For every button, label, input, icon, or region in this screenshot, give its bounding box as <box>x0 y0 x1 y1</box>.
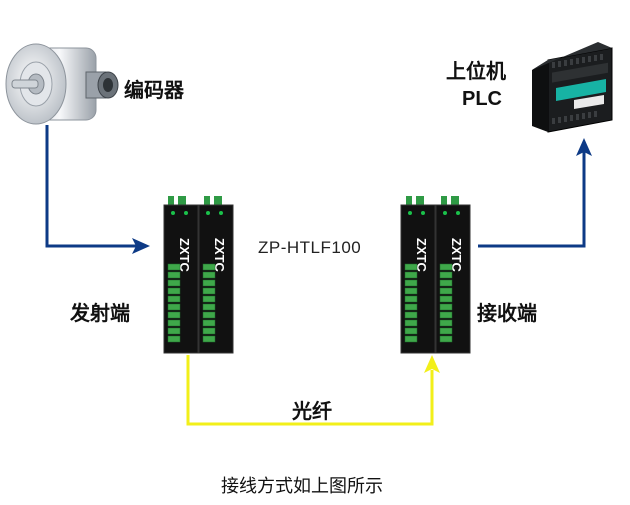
encoder-signal-wire <box>45 125 136 248</box>
svg-text:ZXTC: ZXTC <box>177 238 192 273</box>
plc-image <box>532 42 613 133</box>
model-label: ZP-HTLF100 <box>258 238 362 257</box>
encoder-label: 编码器 <box>124 78 184 102</box>
plc-signal-wire <box>478 152 586 248</box>
transmitter-module-2: ZXTC <box>198 196 234 354</box>
encoder-wire-arrow <box>132 238 150 254</box>
fiber-arrow <box>424 355 440 373</box>
fiber-label: 光纤 <box>292 399 332 423</box>
receiver-module-2: ZXTC <box>435 196 471 354</box>
fiber-wire <box>186 355 434 426</box>
plc-label: PLC <box>462 88 502 110</box>
svg-text:ZXTC: ZXTC <box>212 238 227 273</box>
receiver-device: ZXTC ZXTC <box>400 196 471 354</box>
host-label: 上位机 <box>446 59 506 83</box>
svg-text:ZXTC: ZXTC <box>449 238 464 273</box>
transmitter-device: ZXTC ZXTC <box>163 196 234 354</box>
encoder-image <box>5 43 119 125</box>
diagram-caption: 接线方式如上图所示 <box>221 476 383 497</box>
receiver-module-1: ZXTC <box>400 196 436 354</box>
plc-wire-arrow <box>576 138 592 156</box>
transmitter-label: 发射端 <box>70 301 130 325</box>
transmitter-module-1: ZXTC <box>163 196 199 354</box>
svg-text:ZXTC: ZXTC <box>414 238 429 273</box>
receiver-label: 接收端 <box>477 301 537 325</box>
